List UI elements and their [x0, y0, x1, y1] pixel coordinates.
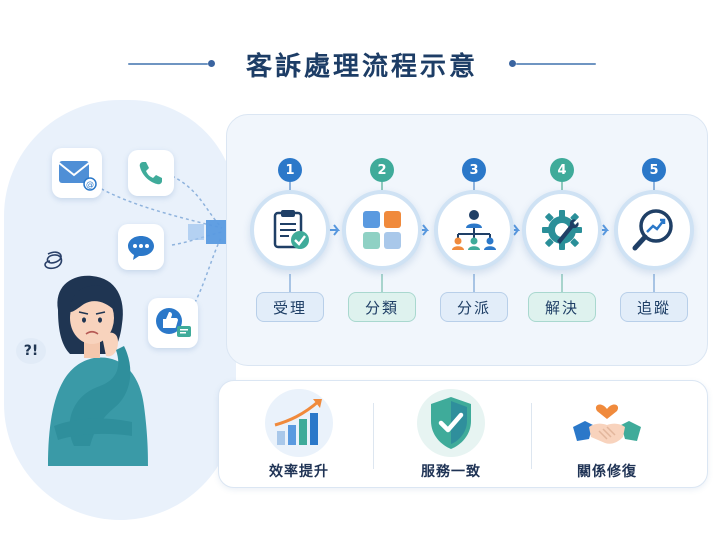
- step-2-circle: [342, 190, 422, 270]
- step-3-number: 3: [462, 158, 486, 182]
- shield-check-icon: [415, 387, 487, 459]
- confusion-text: ?!: [23, 343, 39, 359]
- title-deco-line-left: [128, 63, 208, 65]
- step-3-label: 分派: [440, 292, 508, 322]
- clipboard-check-icon: [273, 210, 309, 249]
- magnifier-trend-icon: [632, 209, 673, 251]
- handshake-heart-icon: [571, 387, 643, 459]
- benefit-divider-1: [373, 403, 374, 469]
- confusion-bubble: ?!: [16, 338, 46, 364]
- bar-growth-icon: [263, 387, 335, 459]
- thumbs-up-message-icon: [148, 298, 198, 348]
- title-deco-dot-right: [509, 60, 516, 67]
- step-1-number: 1: [278, 158, 302, 182]
- title-deco-line-right: [516, 63, 596, 65]
- step-2-label: 分類: [348, 292, 416, 322]
- step-3-circle: [434, 190, 514, 270]
- benefit-3-label: 關係修復: [577, 464, 637, 480]
- step-4-circle: [522, 190, 602, 270]
- chat-bubble-icon: [118, 224, 164, 270]
- step-5-number: 5: [642, 158, 666, 182]
- phone-icon: [128, 150, 174, 196]
- step-5-label: 追蹤: [620, 292, 688, 322]
- title-deco-dot-left: [208, 60, 215, 67]
- category-grid-icon: [363, 211, 401, 249]
- email-icon: @: [52, 148, 102, 198]
- step-1-label: 受理: [256, 292, 324, 322]
- step-5-circle: [614, 190, 694, 270]
- confused-customer-illustration: [30, 251, 148, 466]
- step-4-number: 4: [550, 158, 574, 182]
- step-1-circle: [250, 190, 330, 270]
- benefits-panel: 效率提升 服務一致 關係修復: [218, 380, 708, 488]
- title-row: 客訴處理流程示意: [0, 44, 724, 84]
- scribble-icon: [44, 251, 63, 270]
- svg-text:@: @: [86, 180, 94, 189]
- step-2-number: 2: [370, 158, 394, 182]
- benefit-divider-2: [531, 403, 532, 469]
- step-4-label: 解決: [528, 292, 596, 322]
- gear-wrench-icon: [542, 210, 582, 250]
- benefit-2-label: 服務一致: [421, 464, 481, 480]
- benefit-1-label: 效率提升: [269, 464, 329, 480]
- page-title: 客訴處理流程示意: [245, 52, 478, 82]
- org-chart-icon: [452, 210, 496, 250]
